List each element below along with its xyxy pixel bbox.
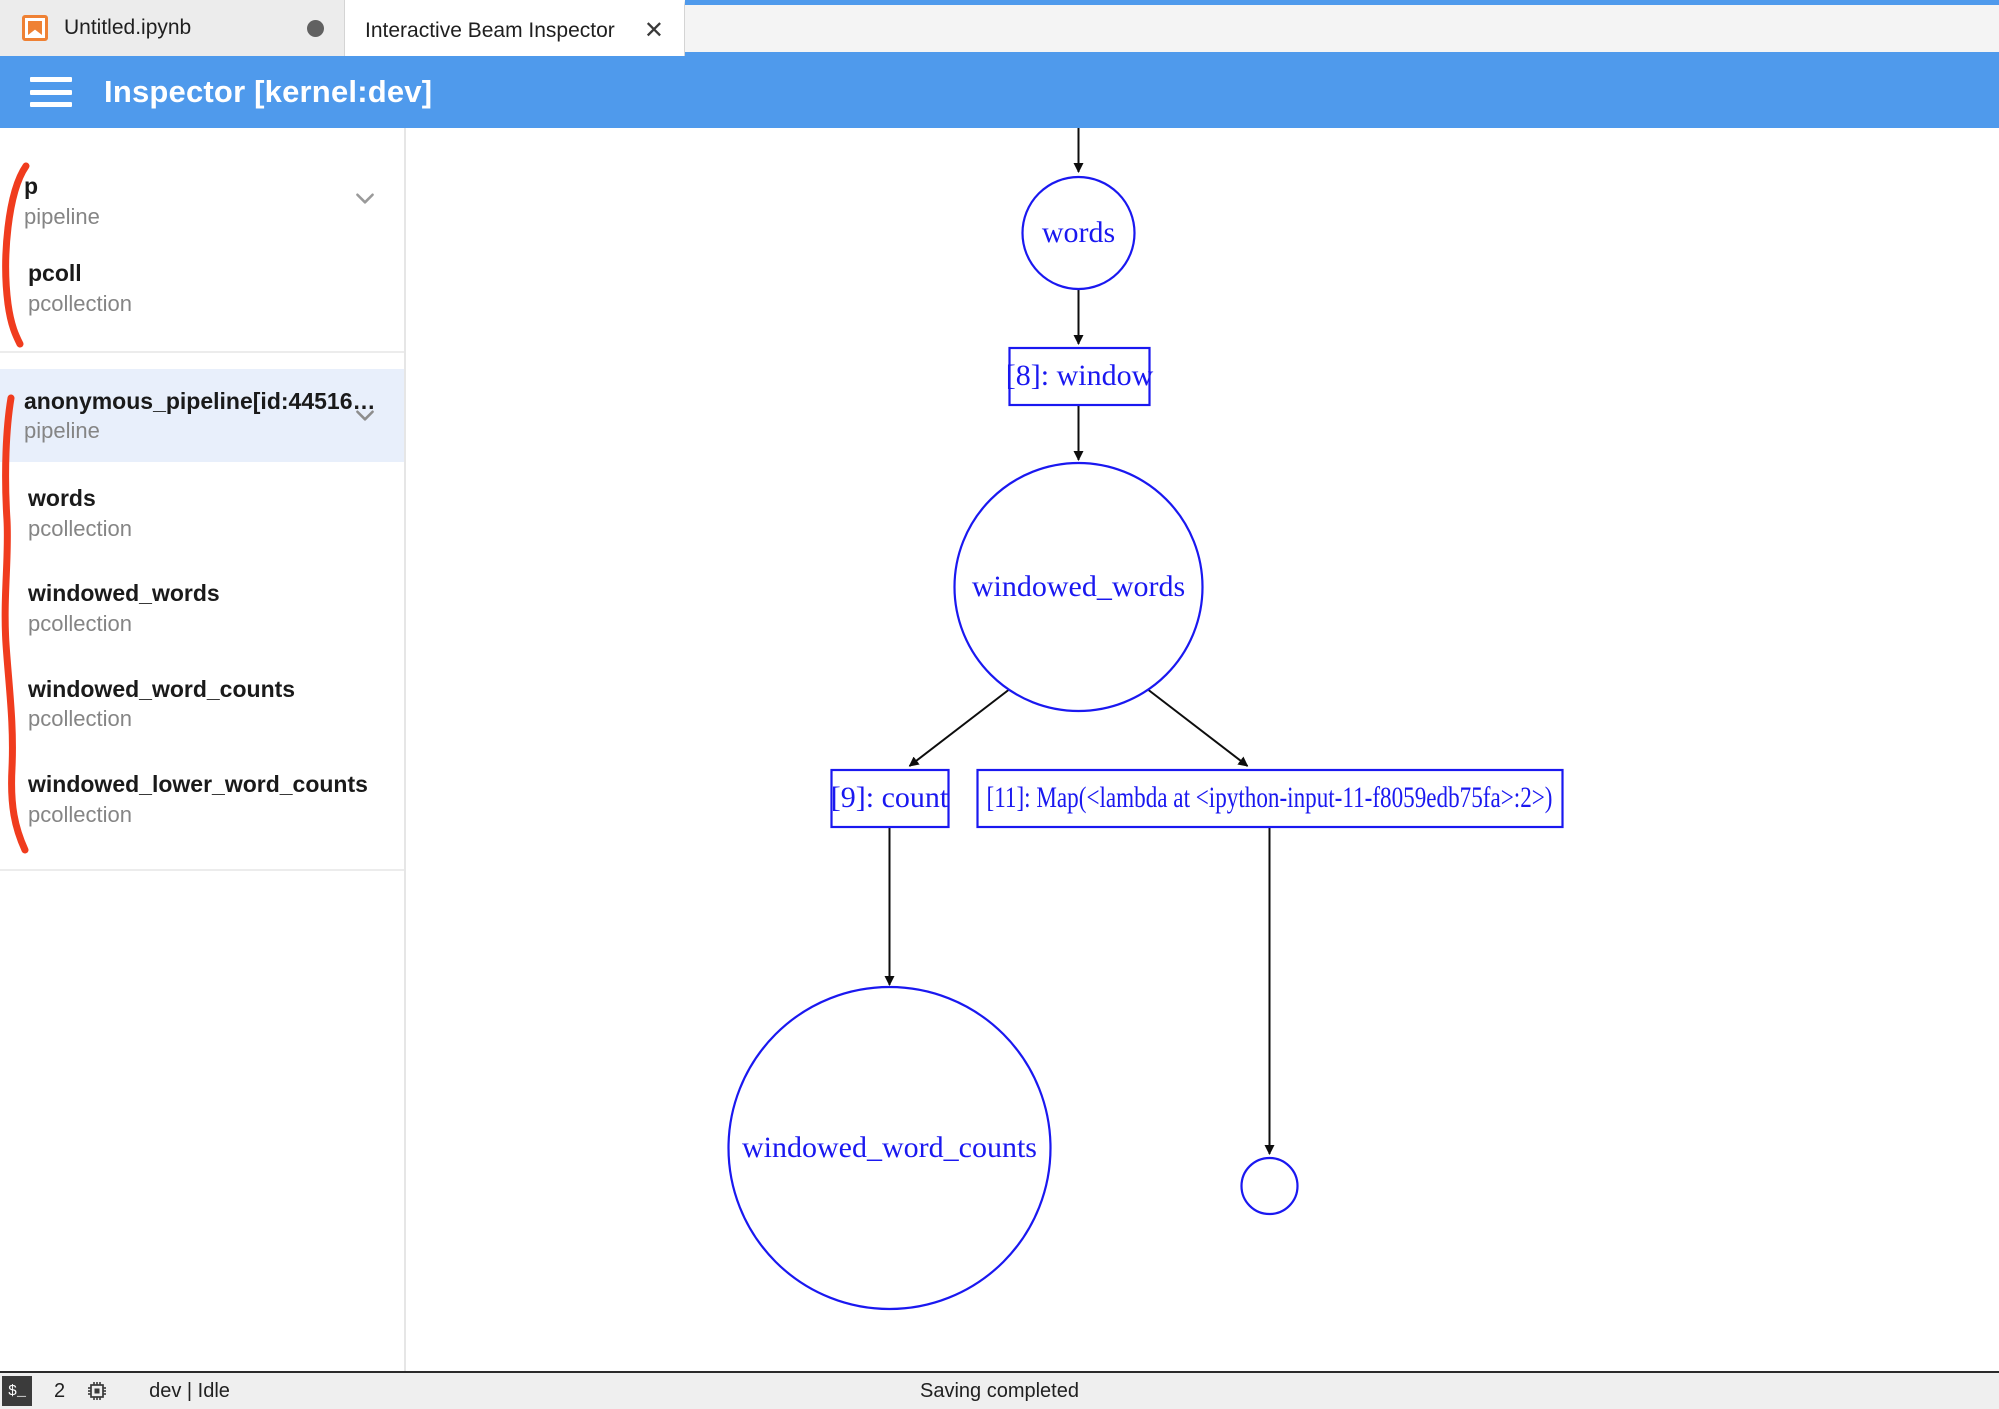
inspector-header: Inspector [kernel:dev]	[0, 56, 1999, 128]
graph-node-count-label: [9]: count	[831, 781, 949, 814]
sidebar-group-p: p pipeline pcoll pcollection	[0, 128, 404, 353]
sidebar-item-label: anonymous_pipeline[id:44516…	[24, 387, 376, 414]
tab-label: Interactive Beam Inspector	[365, 18, 615, 42]
sidebar-item-label: windowed_word_counts	[28, 675, 296, 702]
unsaved-dot-icon[interactable]	[307, 19, 324, 37]
graph-node-map	[976, 768, 1564, 829]
sidebar-item-windowed-words[interactable]: windowed_words pcollection	[0, 557, 404, 652]
graph-node-windowed-words-label: windowed_words	[972, 570, 1185, 603]
sidebar-item-type: pipeline	[24, 418, 100, 444]
sidebar-item-words[interactable]: words pcollection	[0, 462, 404, 557]
sidebar-item-label: windowed_lower_word_counts	[28, 771, 368, 798]
graph-node-lower-word-counts	[1240, 1156, 1299, 1216]
sidebar-item-label: p	[24, 173, 39, 199]
inspectables-sidebar[interactable]: p pipeline pcoll pcollection anonymous_p…	[0, 128, 406, 1371]
sidebar-item-label: windowed_words	[28, 580, 220, 607]
sidebar-item-pcoll[interactable]: pcoll pcollection	[0, 245, 404, 332]
graph-node-windowed-word-counts	[727, 985, 1052, 1311]
chip-icon[interactable]	[85, 1379, 109, 1403]
sidebar-item-label: words	[28, 485, 96, 512]
chevron-down-icon[interactable]	[352, 185, 378, 211]
sidebar-item-type: pcollection	[28, 801, 132, 827]
graph-node-words	[1021, 175, 1136, 291]
pipeline-graph-panel[interactable]: words [8]: window windowed_words [9]: co…	[408, 128, 1999, 1371]
sidebar-item-type: pcollection	[28, 706, 132, 732]
sidebar-item-type: pcollection	[28, 515, 132, 541]
close-icon[interactable]: ✕	[643, 16, 664, 44]
hamburger-icon[interactable]	[30, 77, 72, 107]
tab-bar-empty-area	[685, 0, 1999, 52]
tab-interactive-beam-inspector[interactable]: Interactive Beam Inspector ✕	[345, 0, 685, 56]
sidebar-item-type: pipeline	[24, 203, 100, 229]
workspace: p pipeline pcoll pcollection anonymous_p…	[0, 128, 1999, 1371]
tab-bar: Untitled.ipynb Interactive Beam Inspecto…	[0, 0, 1999, 56]
sidebar-item-windowed-lower-word-counts[interactable]: windowed_lower_word_counts pcollection	[0, 748, 404, 839]
graph-edges	[884, 128, 1275, 1155]
graph-node-window	[1008, 346, 1151, 407]
edge-windowedwords-to-count	[908, 689, 1010, 767]
tab-bar-accent	[0, 0, 1999, 5]
tab-label: Untitled.ipynb	[64, 16, 192, 39]
status-bar: $_ 2 dev | Idle Saving completed	[0, 1371, 1999, 1409]
sidebar-group-anonymous-pipeline: anonymous_pipeline[id:44516… pipeline wo…	[0, 353, 404, 872]
graph-node-words-label: words	[1042, 216, 1115, 249]
graph-node-map-label: [11]: Map(<lambda at <ipython-input-11-f…	[987, 781, 1553, 814]
graph-node-windowed-word-counts-label: windowed_word_counts	[742, 1131, 1037, 1164]
pipeline-graph-svg: words [8]: window windowed_words [9]: co…	[727, 128, 1564, 1311]
chevron-down-icon[interactable]	[352, 402, 378, 428]
sidebar-item-anonymous-pipeline[interactable]: anonymous_pipeline[id:44516… pipeline	[0, 368, 404, 463]
page-title: Inspector [kernel:dev]	[104, 74, 433, 109]
tab-untitled-ipynb[interactable]: Untitled.ipynb	[0, 0, 345, 56]
sidebar-item-type: pcollection	[28, 611, 132, 637]
graph-node-windowed-words	[953, 461, 1204, 713]
graph-nodes[interactable]: words [8]: window windowed_words [9]: co…	[727, 175, 1564, 1311]
save-status: Saving completed	[920, 1379, 1079, 1402]
terminal-count: 2	[54, 1379, 66, 1402]
sidebar-item-p[interactable]: p pipeline	[0, 150, 404, 245]
sidebar-item-label: pcoll	[28, 260, 82, 287]
terminal-icon[interactable]: $_	[2, 1376, 32, 1406]
graph-node-count	[830, 768, 950, 829]
sidebar-item-type: pcollection	[28, 291, 132, 317]
jupyter-notebook-icon	[22, 15, 48, 41]
kernel-status[interactable]: dev | Idle	[149, 1379, 230, 1402]
sidebar-item-windowed-word-counts[interactable]: windowed_word_counts pcollection	[0, 653, 404, 748]
edge-windowedwords-to-map	[1147, 689, 1249, 767]
graph-node-window-label: [8]: window	[1006, 359, 1154, 392]
